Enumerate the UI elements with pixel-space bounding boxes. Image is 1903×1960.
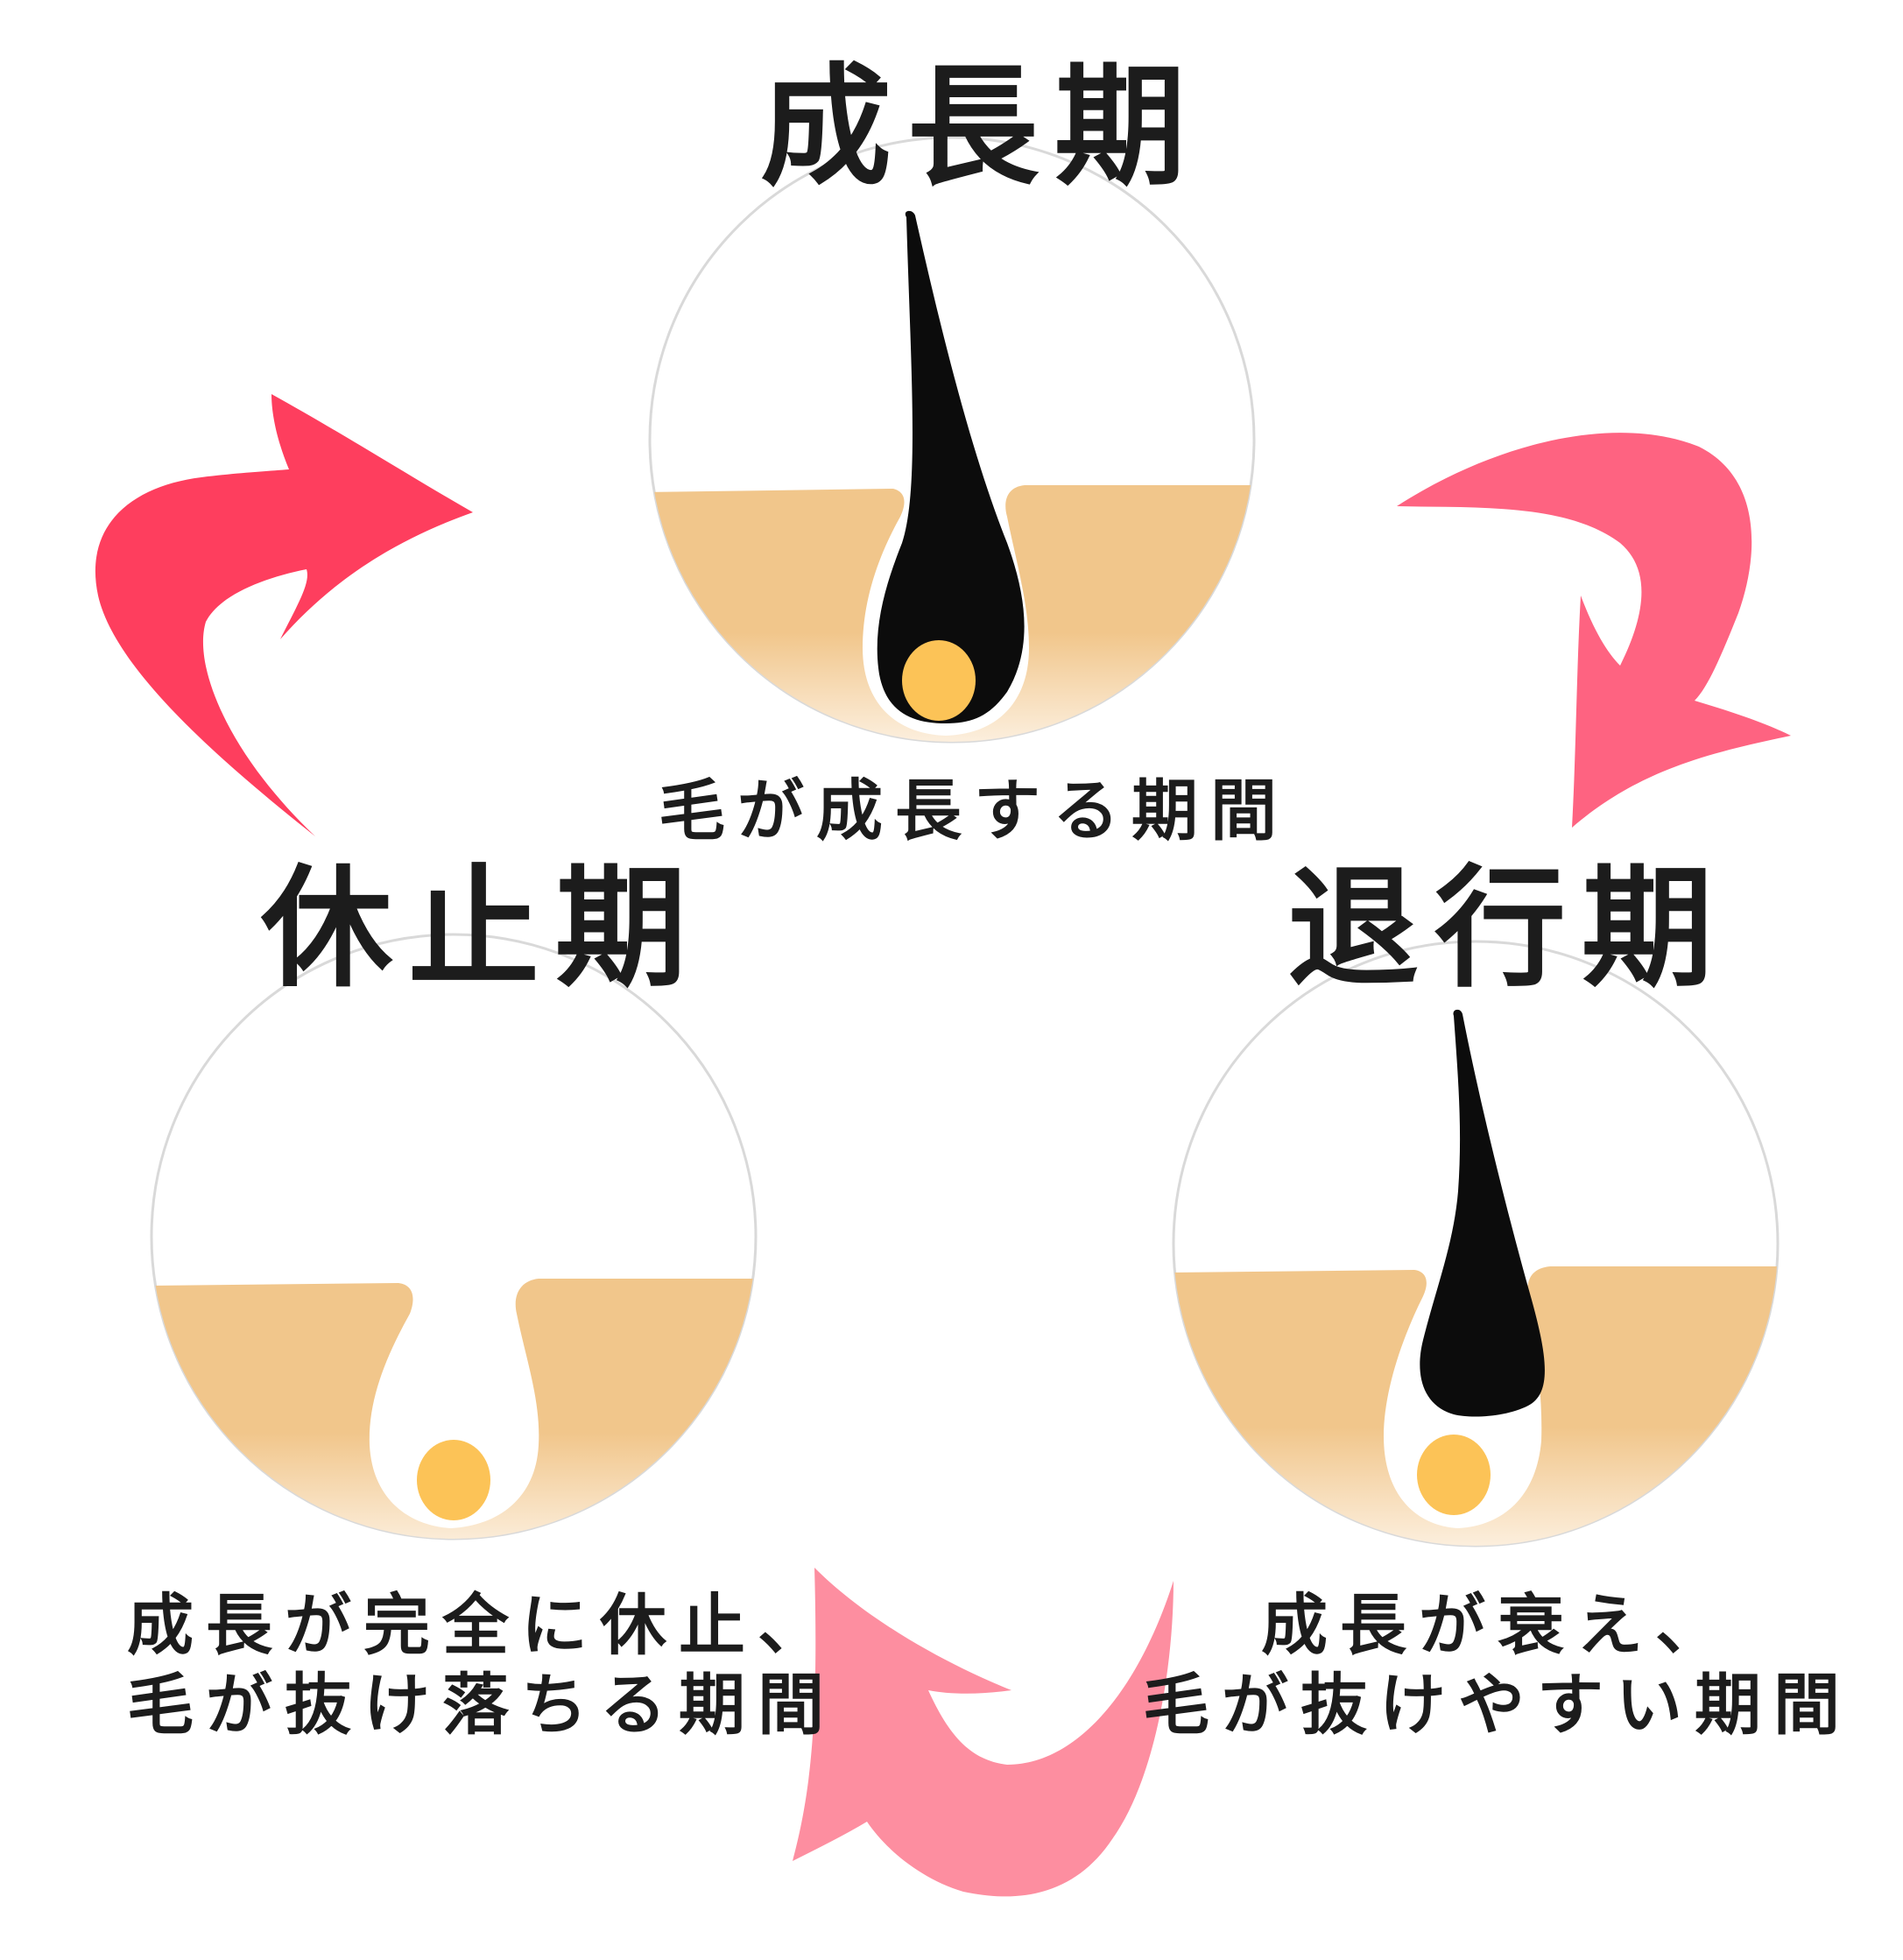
arrow-resting-to-growth: [95, 394, 473, 836]
regression-stage-illustration: [1172, 940, 1780, 1548]
resting-skin-layer: [152, 1279, 756, 1539]
growth-dermal-papilla: [902, 640, 976, 721]
growth-description-line-1: 毛が成長する期間: [659, 772, 1289, 850]
resting-title: 休止期: [261, 851, 703, 1005]
resting-description-line-2: 毛が抜け落ちる期間: [127, 1666, 836, 1745]
regression-description-line-2: 毛が抜けやすい期間: [1143, 1666, 1852, 1745]
resting-stage-illustration: [150, 933, 758, 1541]
regression-hair-shaft: [1420, 1009, 1545, 1417]
regression-title: 退行期: [1287, 851, 1730, 1005]
growth-title: 成長期: [760, 50, 1202, 204]
growth-description: 毛が成長する期間: [659, 771, 1289, 850]
resting-dermal-papilla: [417, 1440, 490, 1520]
regression-description: 成長が衰え、 毛が抜けやすい期間: [1143, 1585, 1852, 1745]
growth-hair-shaft: [877, 210, 1025, 723]
resting-description-line-1: 成長が完全に休止、: [127, 1586, 836, 1664]
regression-skin-layer: [1174, 1266, 1778, 1546]
arrow-growth-to-regression: [1397, 433, 1791, 828]
growth-stage-illustration: [648, 136, 1256, 744]
arrow-regression-to-resting: [793, 1568, 1174, 1897]
growth-skin-layer: [650, 485, 1254, 742]
regression-dermal-papilla: [1417, 1435, 1491, 1515]
resting-description: 成長が完全に休止、 毛が抜け落ちる期間: [127, 1585, 836, 1745]
regression-description-line-1: 成長が衰え、: [1261, 1586, 1734, 1664]
